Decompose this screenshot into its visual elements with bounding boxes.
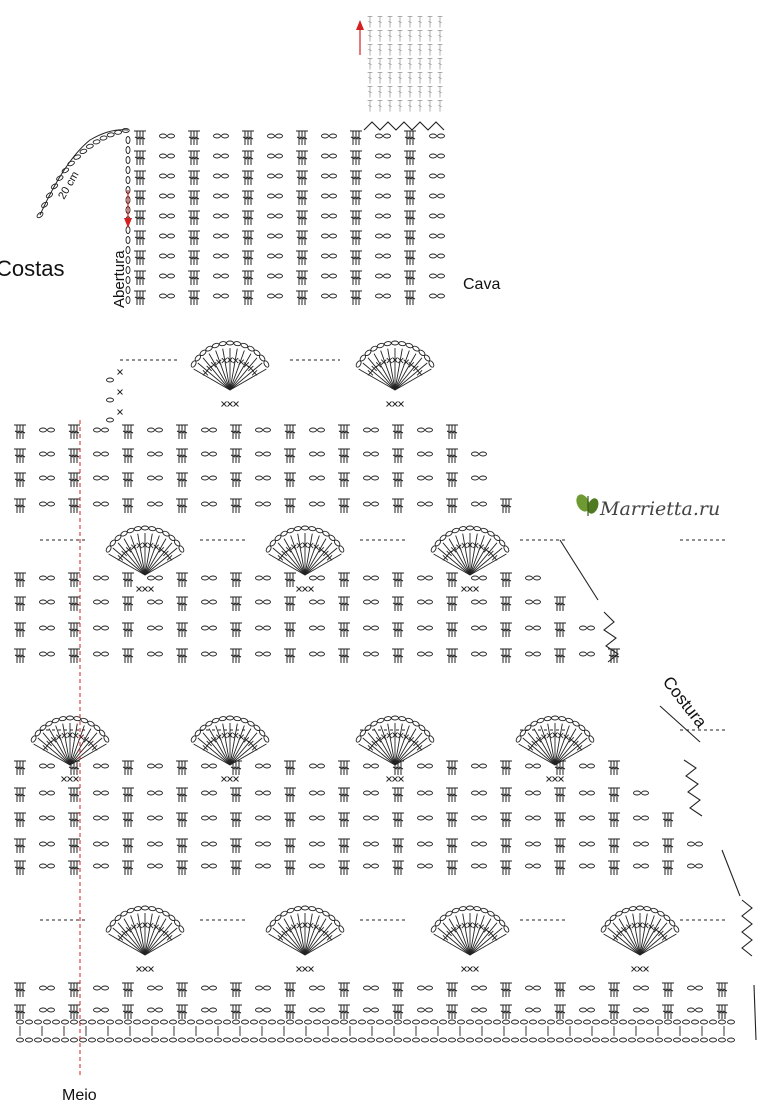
costura-label: Costura — [659, 673, 711, 732]
arrow-down-icon — [124, 190, 132, 228]
stitch-pattern — [13, 130, 735, 1043]
abertura-label: Abertura — [111, 250, 128, 308]
seam-marks — [363, 121, 757, 1041]
meio-label: Meio — [62, 1087, 97, 1104]
watermark: Marrietta.ru — [576, 494, 720, 520]
costas-label: Costas — [0, 256, 64, 281]
arrow-up-icon — [356, 20, 364, 55]
cava-label: Cava — [463, 276, 500, 293]
watermark-text: Marrietta.ru — [599, 498, 720, 520]
length-label: 20 cm — [56, 170, 81, 202]
chain-arc — [39, 129, 129, 216]
butterfly-icon — [576, 494, 599, 516]
faded-top-strip — [367, 15, 443, 112]
